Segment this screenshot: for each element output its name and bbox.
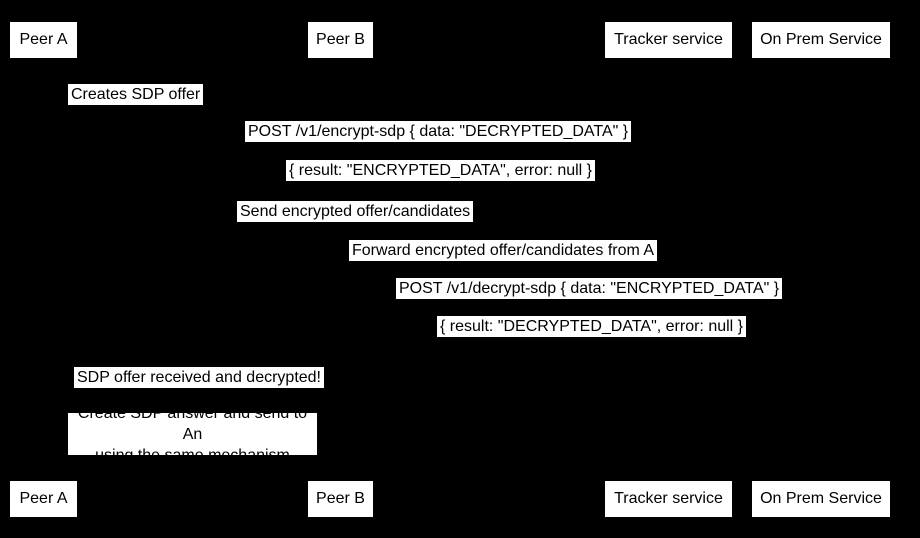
message-encrypt-result: { result: "ENCRYPTED_DATA", error: null …	[286, 160, 596, 181]
message-post-encrypt-sdp: POST /v1/encrypt-sdp { data: "DECRYPTED_…	[245, 121, 632, 142]
message-creates-sdp-offer: Creates SDP offer	[68, 84, 204, 105]
actor-top-tracker-service: Tracker service	[605, 22, 732, 58]
note-line-2: using the same mechanism	[95, 446, 290, 464]
note-line-1: Create SDP answer and send to An	[77, 404, 308, 443]
note-create-sdp-answer: Create SDP answer and send to An using t…	[68, 405, 317, 464]
actor-top-peer-b: Peer B	[308, 22, 373, 58]
actor-bottom-peer-b: Peer B	[308, 481, 373, 517]
actor-bottom-on-prem-service: On Prem Service	[752, 481, 890, 517]
message-sdp-offer-received: SDP offer received and decrypted!	[74, 367, 324, 388]
actor-top-peer-a: Peer A	[10, 22, 77, 58]
message-send-encrypted-offer: Send encrypted offer/candidates	[237, 201, 474, 222]
message-post-decrypt-sdp: POST /v1/decrypt-sdp { data: "ENCRYPTED_…	[396, 278, 783, 299]
message-forward-encrypted-offer: Forward encrypted offer/candidates from …	[349, 240, 658, 261]
message-decrypt-result: { result: "DECRYPTED_DATA", error: null …	[437, 316, 747, 337]
actor-top-on-prem-service: On Prem Service	[752, 22, 890, 58]
actor-bottom-tracker-service: Tracker service	[605, 481, 732, 517]
actor-bottom-peer-a: Peer A	[10, 481, 77, 517]
